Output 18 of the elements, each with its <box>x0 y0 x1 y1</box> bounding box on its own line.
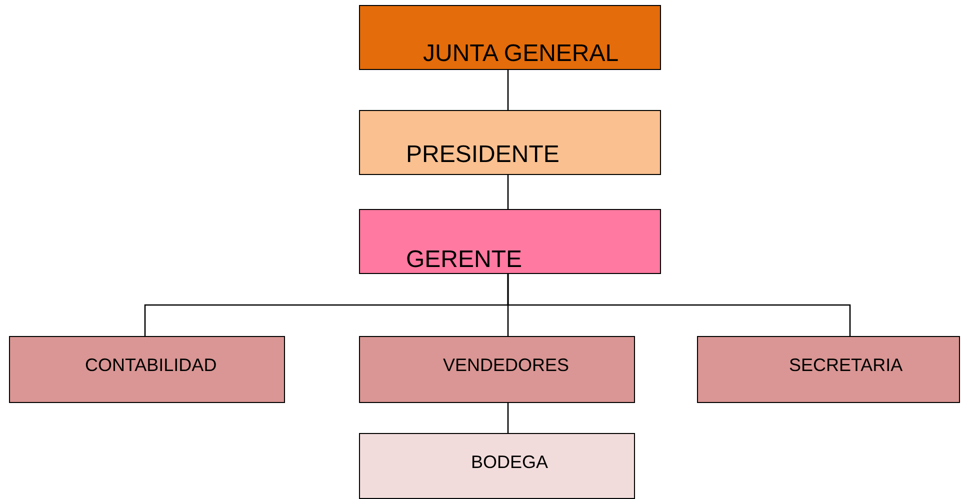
connector-line <box>507 175 509 209</box>
connector-line <box>507 274 851 336</box>
box-label: JUNTA GENERAL <box>423 40 619 68</box>
box-label: BODEGA <box>471 452 548 473</box>
org-box <box>359 5 661 70</box>
org-box <box>9 336 285 403</box>
box-label: GERENTE <box>406 246 522 274</box>
box-label: PRESIDENTE <box>406 141 560 169</box>
connector-line <box>507 403 509 433</box>
org-box <box>359 433 635 499</box>
connector-line <box>507 70 509 110</box>
org-box <box>359 336 635 403</box>
box-label: CONTABILIDAD <box>85 355 217 376</box>
box-label: SECRETARIA <box>789 355 903 376</box>
org-box <box>359 110 661 175</box>
org-box <box>697 336 960 403</box>
box-label: VENDEDORES <box>443 355 570 376</box>
org-box <box>359 209 661 274</box>
